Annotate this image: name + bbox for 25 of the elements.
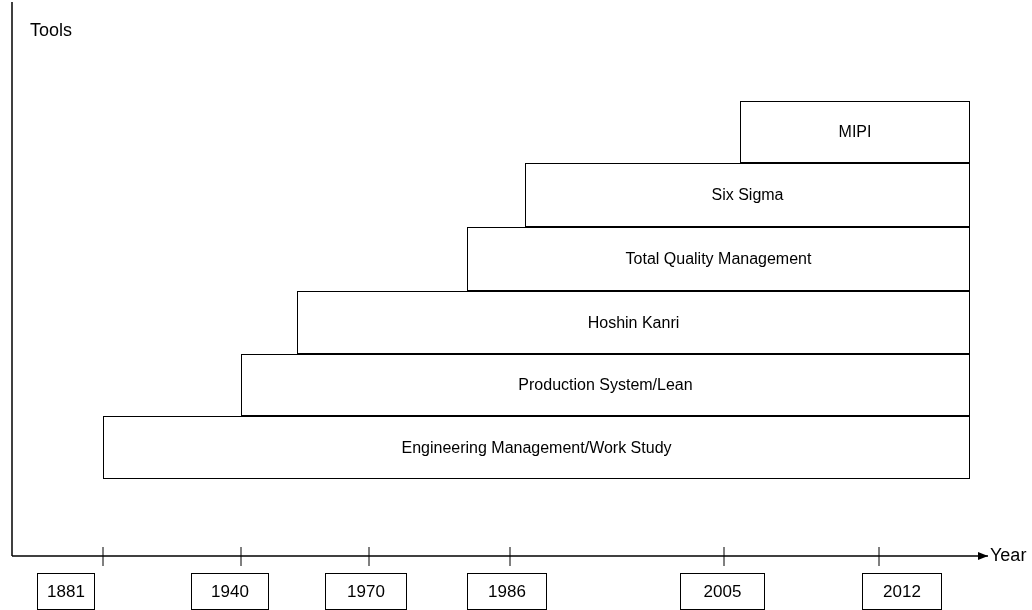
tool-bar bbox=[103, 416, 970, 479]
tool-bar bbox=[467, 227, 970, 291]
year-box bbox=[191, 573, 269, 610]
year-label: 1881 bbox=[47, 581, 85, 602]
year-box bbox=[862, 573, 942, 610]
tool-bar bbox=[525, 163, 970, 227]
tool-bar bbox=[241, 354, 970, 416]
tool-bar bbox=[740, 101, 970, 163]
tool-name: Six Sigma bbox=[711, 186, 784, 204]
tool-name: MIPI bbox=[838, 123, 872, 141]
year-label: 2005 bbox=[703, 581, 742, 602]
tool-name: Total Quality Management bbox=[625, 250, 812, 268]
tool-bar bbox=[297, 291, 970, 354]
year-box bbox=[467, 573, 547, 610]
year-label: 1986 bbox=[488, 581, 526, 602]
year-box bbox=[325, 573, 407, 610]
year-label: 2012 bbox=[883, 581, 921, 602]
y-axis-title: Tools bbox=[30, 20, 73, 41]
year-label: 1940 bbox=[211, 581, 249, 602]
tool-name: Production System/Lean bbox=[518, 376, 693, 394]
year-label: 1970 bbox=[347, 581, 385, 602]
year-box bbox=[680, 573, 765, 610]
tool-name: Engineering Management/Work Study bbox=[401, 438, 672, 457]
year-box bbox=[37, 573, 95, 610]
tool-name: Hoshin Kanri bbox=[587, 313, 680, 332]
